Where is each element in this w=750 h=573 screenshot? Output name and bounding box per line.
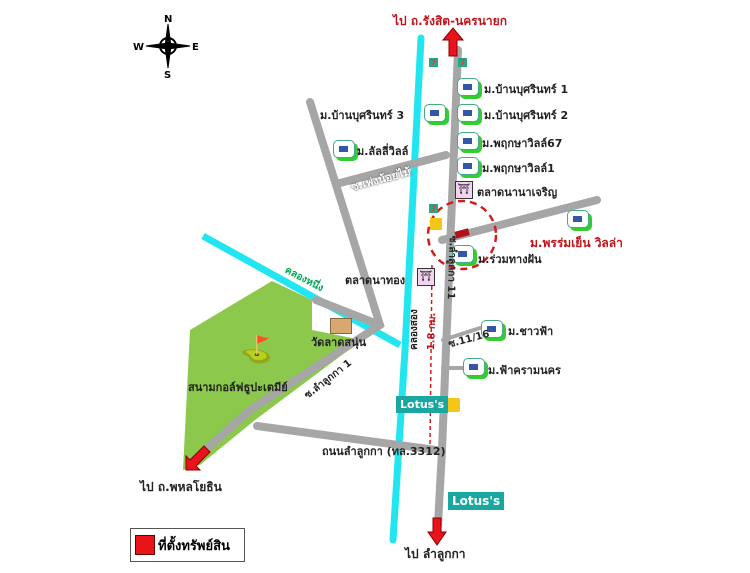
village-icon <box>333 140 355 158</box>
label-to-lamlukka: ไป ลำลูกกา <box>405 547 466 561</box>
village-label: ม.ลัลลี่วิลล์ <box>357 145 409 158</box>
village-icon <box>481 320 503 338</box>
gas-station-icon <box>430 218 442 230</box>
village-label: ม.บ้านบุศรินทร์ 1 <box>484 83 569 96</box>
golf-label: สนามกอล์ฟธูปะเตมีย์ <box>188 381 288 394</box>
property-marker <box>454 228 470 239</box>
market-icon: ⛩ <box>455 181 473 199</box>
arrow-south-icon <box>427 517 447 546</box>
arrow-southwest-icon <box>185 445 211 471</box>
road-label-highway: ถนนลำลูกกา (ทล.3312) <box>322 445 446 458</box>
compass-n: N <box>164 14 172 25</box>
village-label-highlight: ม.พรร่มเย็น วิลล่า <box>530 236 623 250</box>
property-highlight-circle <box>426 199 498 271</box>
distance-line <box>429 264 433 446</box>
canal-khlong2 <box>389 34 425 544</box>
village-label: ม.บ้านบุศรินทร์ 3 <box>320 109 405 122</box>
arrow-north-icon <box>441 27 465 57</box>
compass-e: E <box>192 42 199 53</box>
lotus-logo: Lotus's <box>448 492 505 510</box>
legend-swatch <box>135 535 155 555</box>
village-label: ม.ชาวฟ้า <box>508 325 554 338</box>
village-label: ม.ฟ้าครามนคร <box>488 364 561 377</box>
village-label: ม.ร่วมทางฝัน <box>478 253 542 266</box>
market-label: ตลาดนานาเจริญ <box>477 186 558 199</box>
golfer-icon: ⛳ <box>240 335 273 365</box>
road-label-main: ซ.ลำลูกกา 11 <box>444 235 459 300</box>
canal-label-khlong2: คลองสอง <box>409 309 420 350</box>
canal-khlong1 <box>201 232 402 349</box>
village-icon <box>424 104 446 122</box>
seven-eleven-icon: 7 <box>458 58 467 67</box>
legend-label: ที่ตั้งทรัพย์สิน <box>158 539 230 554</box>
road-soi-11-16 <box>441 326 482 342</box>
road-left <box>188 98 385 466</box>
village-icon <box>567 210 589 228</box>
road-temple <box>312 296 384 329</box>
label-to-rangsit: ไป ถ.รังสิต-นครนายก <box>393 14 507 28</box>
village-icon <box>463 358 485 376</box>
road-highway <box>253 422 440 454</box>
temple-icon <box>330 318 352 334</box>
seven-eleven-icon: 7 <box>429 58 438 67</box>
market-label: ตลาดนาทอง <box>345 274 406 287</box>
seven-eleven-icon: 7 <box>429 204 438 213</box>
market-icon: ⛩ <box>417 268 435 286</box>
compass-w: W <box>133 42 144 53</box>
village-icon <box>457 104 479 122</box>
lotus-go-fresh-logo: Lotus's <box>396 396 449 413</box>
village-icon <box>457 157 479 175</box>
village-label: ม.พฤกษาวิลล์67 <box>482 137 563 150</box>
golf-course-area <box>183 281 362 470</box>
compass-icon <box>145 23 191 69</box>
village-label: ม.บ้านบุศรินทร์ 2 <box>484 109 569 122</box>
distance-label: 1.8 กม. <box>425 312 439 351</box>
village-icon <box>457 78 479 96</box>
village-icon <box>457 132 479 150</box>
village-icon <box>452 245 474 263</box>
legend: ที่ตั้งทรัพย์สิน <box>130 528 245 562</box>
compass-s: S <box>164 70 171 81</box>
gas-station-icon <box>446 398 460 412</box>
road-main <box>434 46 462 529</box>
temple-label: วัดลาดสนุ่น <box>311 336 367 349</box>
label-to-phahon: ไป ถ.พหลโยธิน <box>140 480 222 494</box>
road-soi-pheng <box>336 151 450 187</box>
village-label: ม.พฤกษาวิลล์1 <box>482 162 555 175</box>
